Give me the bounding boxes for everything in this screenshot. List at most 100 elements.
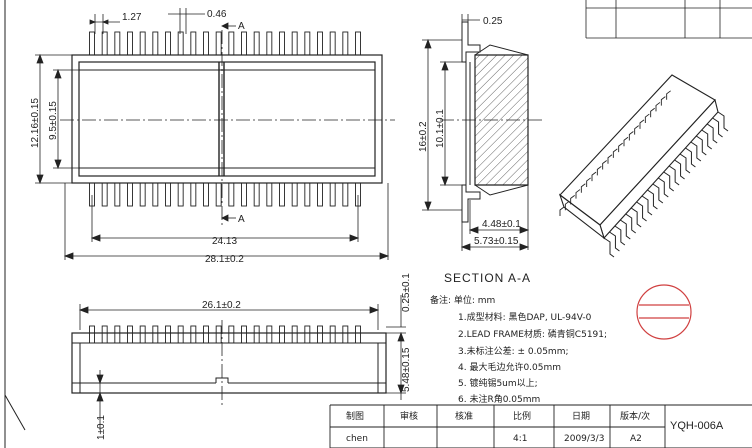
lead-pin <box>190 182 197 207</box>
lead-pin <box>215 182 222 207</box>
lead-pin <box>127 31 133 56</box>
iso-lead-pin <box>609 231 620 252</box>
title-block <box>329 404 752 448</box>
lead-pin <box>127 325 133 344</box>
dim-side-length: 26.1±0.2 <box>202 300 241 311</box>
iso-lead-pin <box>620 219 631 240</box>
lead-pin <box>279 31 285 56</box>
iso-lead-pin <box>696 135 707 156</box>
lead-pin <box>253 182 260 207</box>
notes-header: 备注: 单位: mm <box>430 294 495 306</box>
lead-pin <box>342 182 349 207</box>
iso-lead-pin <box>647 189 658 210</box>
section-mark-top: A <box>238 21 245 32</box>
top-view-body <box>71 54 383 184</box>
iso-lead-pin <box>602 160 607 170</box>
lead-pin <box>139 325 146 344</box>
lead-pin <box>203 31 209 56</box>
lead-pin <box>355 31 361 56</box>
lead-pin <box>291 182 298 207</box>
tb-value-scale: 4:1 <box>513 434 527 444</box>
tb-header-version: 版本/次 <box>620 410 650 422</box>
iso-lead-pin <box>650 107 655 118</box>
lead-pin <box>139 31 146 56</box>
lead-pin <box>266 182 273 207</box>
side-pins <box>89 325 361 344</box>
lead-pin <box>177 182 184 207</box>
dim-pitch: 1.27 <box>122 12 142 23</box>
lead-pin <box>266 325 273 344</box>
lead-pin <box>304 182 311 207</box>
top-view <box>60 30 395 225</box>
lead-pin <box>177 325 184 344</box>
lead-pin <box>177 31 184 56</box>
section-title: SECTION A-A <box>444 271 531 285</box>
iso-lead-pin <box>634 125 639 135</box>
lead-pin <box>101 182 108 207</box>
iso-lead-pin <box>564 200 570 211</box>
lead-pin <box>241 182 247 207</box>
lead-pin <box>266 31 273 56</box>
lead-pin <box>101 325 108 344</box>
iso-lead-pin <box>618 142 623 153</box>
lead-pin <box>228 325 235 344</box>
lead-pin <box>304 325 311 344</box>
iso-lead-pin <box>644 113 650 124</box>
iso-lead-pin <box>586 177 591 187</box>
dim-section-height: 16±0.2 <box>418 121 429 152</box>
iso-lead-pin <box>612 148 618 158</box>
iso-lead-pin <box>674 159 685 180</box>
lead-pin <box>139 182 146 207</box>
isometric-view <box>558 74 729 258</box>
side-view-dimensions <box>78 295 406 430</box>
iso-lead-pin <box>603 237 615 258</box>
lead-pin <box>114 31 121 56</box>
iso-lead-pin <box>623 136 629 147</box>
tb-value-date: 2009/3/3 <box>564 434 604 444</box>
lead-pin <box>253 325 260 344</box>
note-item: 4. 最大毛边允许0.05mm <box>458 361 561 373</box>
dim-side-height: 5.48±0.15 <box>401 347 412 392</box>
dim-lead-width: 0.46 <box>207 9 227 20</box>
lead-pin <box>152 31 159 56</box>
lead-pin <box>114 182 121 207</box>
lead-pin <box>101 31 108 56</box>
tb-header-checked: 审核 <box>400 410 418 422</box>
iso-lead-pin <box>660 96 666 106</box>
iso-lead-pin <box>639 119 645 129</box>
lead-pin <box>152 325 159 344</box>
lead-pin <box>228 31 235 56</box>
lead-pin <box>228 182 235 207</box>
lead-pin <box>203 325 209 344</box>
note-item: 3.未标注公差: ± 0.05mm; <box>458 345 569 357</box>
iso-lead-pin <box>559 206 565 216</box>
iso-lead-pin <box>575 189 581 199</box>
dim-side-top: 0.25±0.1 <box>401 273 412 312</box>
iso-lead-pin <box>717 111 729 132</box>
lead-pin <box>291 325 298 344</box>
lead-pin <box>127 182 133 207</box>
lead-pin <box>317 182 323 207</box>
lead-pin <box>317 31 323 56</box>
iso-lead-pin <box>607 154 613 164</box>
iso-lead-pin <box>625 213 637 234</box>
dim-width-outer: 28.1±0.2 <box>205 254 244 265</box>
sheet-frame <box>4 0 26 448</box>
iso-lead-pin <box>628 131 634 141</box>
lead-pin <box>279 325 285 344</box>
top-pins-upper <box>89 31 361 56</box>
side-view <box>71 320 387 405</box>
iso-lead-pin <box>570 195 575 205</box>
iso-lead-pin <box>712 117 723 138</box>
revision-table <box>585 0 752 39</box>
iso-lead-pin <box>580 183 586 193</box>
lead-pin <box>165 31 171 56</box>
lead-pin <box>190 325 197 344</box>
lead-pin <box>165 182 171 207</box>
lead-pin <box>342 31 349 56</box>
side-view-body <box>71 332 387 394</box>
lead-pin <box>279 182 285 207</box>
iso-lead-pin <box>652 183 664 204</box>
